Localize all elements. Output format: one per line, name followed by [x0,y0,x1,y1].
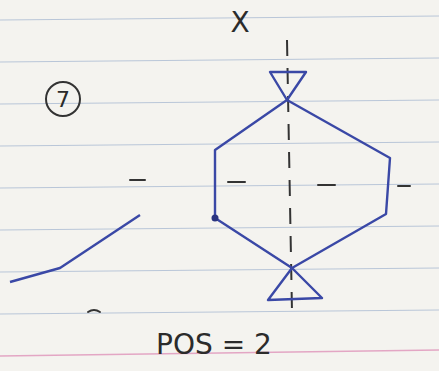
atom-dot [212,215,219,222]
sketch-label: POS = 2 [156,328,272,361]
axis-label: X [230,6,249,39]
hexagon-ring [10,72,390,300]
circled-number: 7 [44,80,82,118]
step-number: 7 [56,87,70,112]
dash-marks [88,180,410,312]
answer-note: POS = 2 [156,328,272,361]
sketch-label: X [230,6,249,39]
ruled-lines [0,16,439,314]
